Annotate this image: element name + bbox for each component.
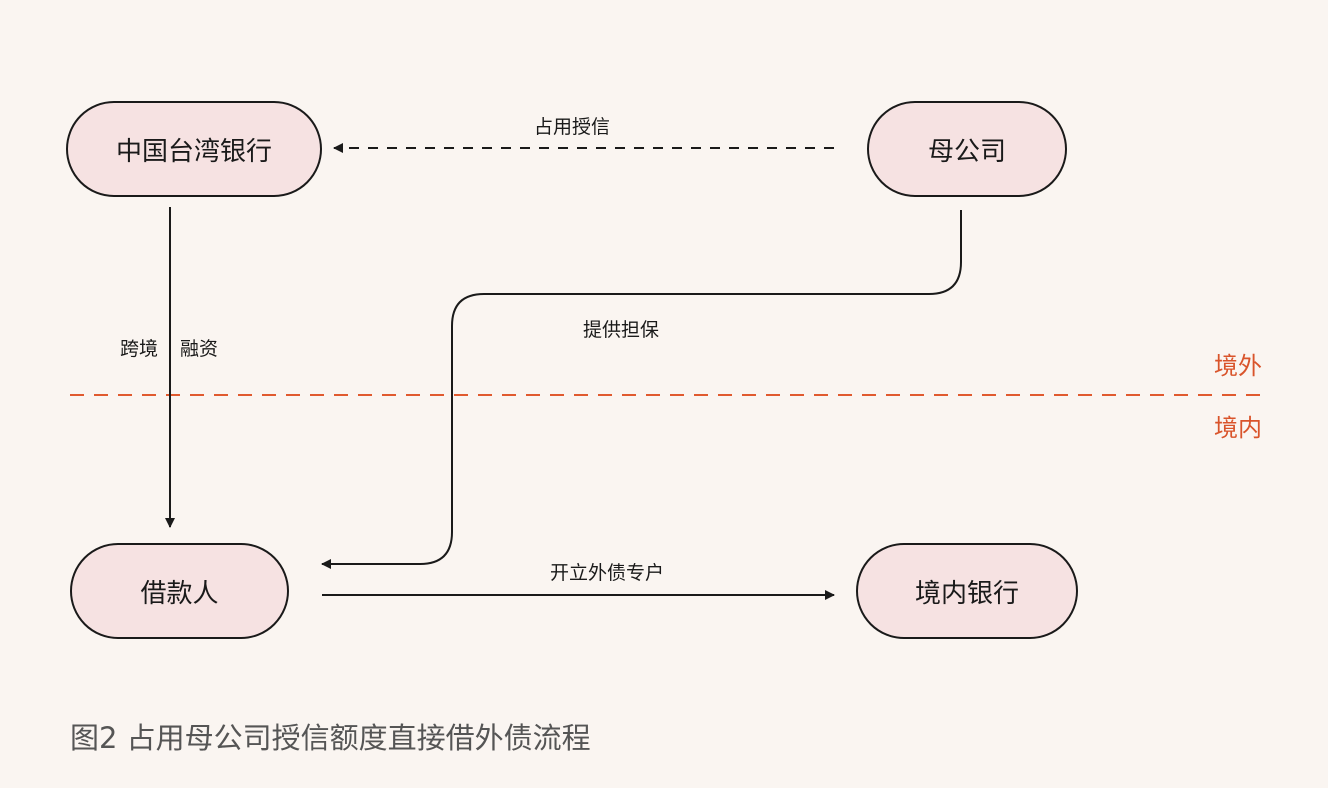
node-parent-company: 母公司 [867,101,1067,197]
edge-label-occupy-credit: 占用授信 [534,116,611,138]
edge-label-open-account: 开立外债专户 [550,562,665,584]
node-taiwan-bank: 中国台湾银行 [66,101,322,197]
node-taiwan-bank-label: 中国台湾银行 [115,136,272,167]
edge-guarantee [321,210,962,569]
node-borrower: 借款人 [70,543,289,639]
zone-label-onshore: 境内 [1214,414,1262,442]
node-domestic-bank: 境内银行 [856,543,1078,639]
node-borrower-label: 借款人 [140,578,219,609]
node-domestic-bank-label: 境内银行 [914,578,1019,609]
zone-label-offshore: 境外 [1214,352,1262,380]
edge-label-guarantee: 提供担保 [583,319,660,341]
edge-label-cross-border: 跨境 [120,338,159,360]
figure-caption: 图2 占用母公司授信额度直接借外债流程 [70,721,591,755]
edge-label-financing: 融资 [180,338,219,360]
node-parent-company-label: 母公司 [927,136,1006,167]
